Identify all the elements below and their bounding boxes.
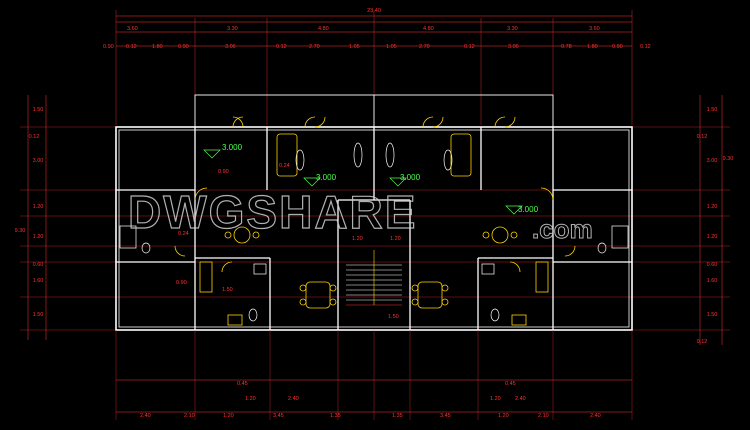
interior-dimensions: 0.24 0.90 0.24 0.90 1.20 1.20 1.50 1.50 xyxy=(176,163,401,320)
staircase xyxy=(346,250,402,306)
bottom2-dim-9: 2.10 xyxy=(538,413,549,419)
bottom1-dim-2: 1.20 xyxy=(245,396,256,402)
right-dim-3: 3.00 xyxy=(707,158,718,164)
top2-dim-4: 0.90 xyxy=(178,44,189,50)
right-total: 9.30 xyxy=(723,156,734,162)
bottom2-dim-8: 1.20 xyxy=(498,413,509,419)
left-dim-3: 3.00 xyxy=(33,158,44,164)
top2-dim-2: 0.12 xyxy=(126,44,137,50)
right-dim-9: 0.12 xyxy=(697,339,708,345)
top2-dim-14: 1.80 xyxy=(587,44,598,50)
interior-dim-2: 0.90 xyxy=(218,169,229,175)
right-dim-8: 1.50 xyxy=(707,312,718,318)
top-dim-2: 3.30 xyxy=(227,26,238,32)
top2-dim-10: 2.70 xyxy=(419,44,430,50)
level-marks: 3.000 3.000 3.000 3.000 xyxy=(203,143,539,215)
interior-dim-6: 1.20 xyxy=(390,236,401,242)
interior-dim-1: 0.24 xyxy=(279,163,290,169)
right-dim-7: 1.60 xyxy=(707,278,718,284)
top2-dim-9: 1.05 xyxy=(386,44,397,50)
right-dim-4: 1.20 xyxy=(707,204,718,210)
bottom2-dim-7: 3.45 xyxy=(440,413,451,419)
furniture xyxy=(199,133,549,326)
watermark: DWGSHARE xyxy=(128,186,417,238)
top2-dim-13: 0.78 xyxy=(561,44,572,50)
top-dimension-row-2: 0.90 0.12 1.80 0.90 3.06 0.12 2.70 1.05 … xyxy=(103,44,651,50)
right-dim-5: 1.20 xyxy=(707,234,718,240)
watermark-suffix: .com xyxy=(532,214,593,244)
balcony xyxy=(194,94,554,128)
bottom1-dim-5: 1.20 xyxy=(490,396,501,402)
interior-dim-5: 1.20 xyxy=(352,236,363,242)
top2-dim-15: 0.90 xyxy=(612,44,623,50)
left-dim-8: 1.50 xyxy=(33,312,44,318)
top-dim-1: 3.60 xyxy=(127,26,138,32)
interior-walls xyxy=(116,127,632,330)
top2-dim-16: 0.12 xyxy=(640,44,651,50)
bottom1-dim-1: 0.45 xyxy=(237,381,248,387)
top-dim-6: 3.60 xyxy=(589,26,600,32)
bottom2-dim-4: 3.45 xyxy=(273,413,284,419)
right-dim-6: 0.60 xyxy=(707,262,718,268)
interior-dim-4: 0.90 xyxy=(176,280,187,286)
bottom1-dim-3: 2.40 xyxy=(288,396,299,402)
level-mark-4: 3.000 xyxy=(518,205,539,214)
top2-dim-1: 0.90 xyxy=(103,44,114,50)
left-dim-1: 1.50 xyxy=(33,107,44,113)
top-extension-lines xyxy=(115,10,633,125)
interior-dim-8: 1.50 xyxy=(388,314,399,320)
top2-dim-11: 0.12 xyxy=(464,44,475,50)
top-dim-3: 4.80 xyxy=(318,26,329,32)
right-dim-1: 1.50 xyxy=(707,107,718,113)
top2-dim-12: 3.06 xyxy=(508,44,519,50)
level-mark-3: 3.000 xyxy=(400,173,421,182)
top2-dim-7: 2.70 xyxy=(309,44,320,50)
right-dimensions: 1.50 0.12 3.00 1.20 1.20 0.60 1.60 1.50 … xyxy=(697,95,734,345)
top-dim-4: 4.80 xyxy=(423,26,434,32)
top-dim-5: 3.30 xyxy=(507,26,518,32)
top2-dim-6: 0.12 xyxy=(276,44,287,50)
bottom1-dim-4: 0.45 xyxy=(505,381,516,387)
left-dimensions: 1.50 0.12 3.00 1.20 1.20 0.60 1.60 1.50 … xyxy=(15,95,47,340)
left-dim-7: 1.60 xyxy=(33,278,44,284)
top2-dim-3: 1.80 xyxy=(152,44,163,50)
right-dim-2: 0.12 xyxy=(697,134,708,140)
left-dim-2: 0.12 xyxy=(29,134,40,140)
door-swings xyxy=(174,116,576,273)
bottom2-dim-2: 2.10 xyxy=(184,413,195,419)
level-mark-2: 3.000 xyxy=(316,173,337,182)
level-mark-1: 3.000 xyxy=(222,143,243,152)
interior-dim-3: 0.24 xyxy=(178,231,189,237)
top2-dim-8: 1.05 xyxy=(349,44,360,50)
bottom2-dim-1: 2.40 xyxy=(140,413,151,419)
bottom2-dim-5: 1.35 xyxy=(330,413,341,419)
sanitary-fixtures xyxy=(119,142,629,322)
left-dim-6: 0.60 xyxy=(33,262,44,268)
interior-dim-7: 1.50 xyxy=(222,287,233,293)
bottom2-dim-6: 1.35 xyxy=(392,413,403,419)
bottom1-dim-6: 2.40 xyxy=(515,396,526,402)
bottom-extension-lines xyxy=(115,330,633,420)
left-total: 9.30 xyxy=(15,228,26,234)
bottom2-dim-10: 2.40 xyxy=(590,413,601,419)
left-dim-4: 1.20 xyxy=(33,204,44,210)
top2-dim-5: 3.06 xyxy=(225,44,236,50)
bottom2-dim-3: 1.20 xyxy=(223,413,234,419)
left-dim-5: 1.20 xyxy=(33,234,44,240)
